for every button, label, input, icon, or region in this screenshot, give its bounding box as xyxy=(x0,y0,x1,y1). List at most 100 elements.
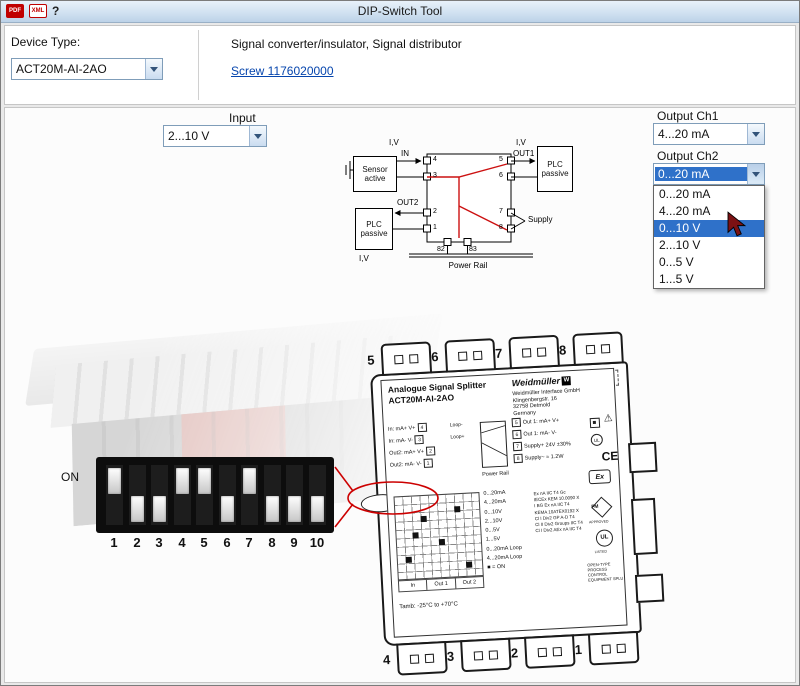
dip-handle[interactable] xyxy=(131,496,144,522)
screw-icon xyxy=(409,653,420,664)
connection-label: In: mA- V- xyxy=(388,436,414,445)
dip-handle[interactable] xyxy=(176,468,189,494)
output-ch1-select[interactable]: 4...20 mA xyxy=(653,123,765,145)
connection-label: Supply~ ≈ 1.2W xyxy=(524,453,564,462)
chevron-down-icon[interactable] xyxy=(747,124,764,144)
dip-switch-2[interactable] xyxy=(129,465,146,525)
dip-handle[interactable] xyxy=(288,496,301,522)
out2-label: OUT2 xyxy=(397,198,419,207)
connection-label: In: mA+ V+ xyxy=(387,424,416,433)
terminal-number: 7 xyxy=(499,208,503,215)
terminal-number: 3 xyxy=(433,172,437,179)
sensor-active-box: Sensor active xyxy=(353,156,397,192)
dip-handle[interactable] xyxy=(266,496,279,522)
titlebar[interactable]: PDF XML ? DIP-Switch Tool xyxy=(1,1,799,23)
dropdown-option[interactable]: 0...5 V xyxy=(659,255,694,269)
dropdown-arrow-icon xyxy=(254,133,262,139)
ce-mark: CE xyxy=(601,448,619,464)
dropdown-option[interactable]: 0...20 mA xyxy=(659,187,711,201)
manufacturer-address: Weidmüller Interface GmbH Klingenbergstr… xyxy=(512,388,581,418)
dip-switch-6[interactable] xyxy=(219,465,236,525)
rail-terminal-number: 82 xyxy=(437,246,445,253)
dip-switch-1[interactable] xyxy=(106,465,123,525)
output-ch2-select[interactable]: 0...20 mA xyxy=(653,163,765,185)
help-icon[interactable]: ? xyxy=(52,4,60,18)
cert-line: Cl I Div2 AEx nA IIC T4 xyxy=(535,525,582,534)
chevron-down-icon[interactable] xyxy=(145,59,162,79)
ul-listed-label: LISTED xyxy=(594,549,608,555)
connection-row: Out2: mA+ V+2 xyxy=(389,446,436,457)
weidmuller-logo-icon: W xyxy=(561,375,572,386)
input-select[interactable]: 2...10 V xyxy=(163,125,267,147)
row-label: Out 1 xyxy=(426,578,456,590)
plc-box-text: PLC xyxy=(366,220,382,229)
output-ch2-dropdown-list: 0...20 mA 4...20 mA 0...10 V 2...10 V 0.… xyxy=(653,185,765,289)
dip-handle[interactable] xyxy=(108,468,121,494)
screw-icon xyxy=(488,649,499,660)
ex-mark: Ex xyxy=(588,469,612,485)
dropdown-arrow-icon xyxy=(752,131,760,137)
dip-handle[interactable] xyxy=(311,496,324,522)
dropdown-option[interactable]: 2...10 V xyxy=(659,238,701,252)
dip-switch-10[interactable] xyxy=(309,465,326,525)
dip-settings-grid xyxy=(393,492,484,581)
dip-on-label: ON xyxy=(61,470,79,484)
iv-label: I,V xyxy=(359,254,369,263)
dip-number: 2 xyxy=(133,535,141,550)
screw-icon xyxy=(472,350,483,360)
xml-icon[interactable]: XML xyxy=(29,4,47,18)
connection-row: Out2: mA- V-1 xyxy=(390,458,433,469)
dip-handle[interactable] xyxy=(198,468,211,494)
protection-class-icon xyxy=(589,417,601,429)
terminal-box: 7 xyxy=(512,441,523,452)
window-title: DIP-Switch Tool xyxy=(357,4,443,18)
dip-switch-5[interactable] xyxy=(196,465,213,525)
screw-icon xyxy=(585,344,596,354)
rail-terminal-number: 83 xyxy=(469,246,477,253)
dip-number: 9 xyxy=(290,535,298,550)
order-number-link[interactable]: Screw 1176020000 xyxy=(231,64,334,78)
dip-switch-8[interactable] xyxy=(264,465,281,525)
output-ch1-label: Output Ch1 xyxy=(657,109,719,123)
dip-switch-3[interactable] xyxy=(151,465,168,525)
dropdown-option[interactable]: 4...20 mA xyxy=(659,204,711,218)
dip-switch-9[interactable] xyxy=(286,465,303,525)
pdf-icon[interactable]: PDF xyxy=(6,4,24,18)
titlebar-icons: PDF XML ? xyxy=(6,4,59,18)
connection-label: Out 1: mA- V- xyxy=(523,429,557,438)
open-type-text: OPEN-TYPE PROCESS CONTROL EQUIPMENT SPLU xyxy=(587,561,624,583)
terminal-box: 8 xyxy=(513,453,523,464)
input-label: Input xyxy=(229,111,256,125)
dip-handle[interactable] xyxy=(221,496,234,522)
dip-handle[interactable] xyxy=(153,496,166,522)
dip-number: 10 xyxy=(309,535,325,550)
plc-passive-box: PLC passive xyxy=(537,146,573,192)
screw-icon xyxy=(601,643,611,654)
dip-switch-7[interactable] xyxy=(241,465,258,525)
dip-number: 3 xyxy=(155,535,163,550)
plc-box-text: passive xyxy=(541,169,569,178)
chevron-down-icon[interactable] xyxy=(249,126,266,146)
device-type-select[interactable]: ACT20M-AI-2AO xyxy=(11,58,163,80)
fm-approved-label: APPROVED xyxy=(589,519,609,525)
terminal-number: 6 xyxy=(499,172,503,179)
output-ch1-value: 4...20 mA xyxy=(658,127,710,141)
plc-box-text: PLC xyxy=(547,160,563,169)
dip-handle[interactable] xyxy=(243,468,256,494)
supply-label: Supply xyxy=(528,215,553,224)
plc-passive-box: PLC passive xyxy=(355,208,393,250)
terminal-box: 2 xyxy=(425,446,436,456)
dip-number: 4 xyxy=(178,535,186,550)
input-value: 2...10 V xyxy=(168,129,210,143)
device-terminal-number: 2 xyxy=(510,645,519,661)
connection-row: In: mA+ V+4 xyxy=(387,422,427,434)
device-terminal-number: 3 xyxy=(446,648,455,664)
dip-switch-block xyxy=(96,457,334,533)
device-drawing: 5 6 7 8 4 3 2 1 Analogue Signal Splitter… xyxy=(360,330,674,677)
dip-switch-4[interactable] xyxy=(174,465,191,525)
dropdown-option[interactable]: 1...5 V xyxy=(659,272,694,286)
terminal-box: 3 xyxy=(414,434,425,445)
terminal-block xyxy=(524,634,576,669)
chevron-down-icon[interactable] xyxy=(747,164,764,184)
terminal-block xyxy=(587,630,640,666)
